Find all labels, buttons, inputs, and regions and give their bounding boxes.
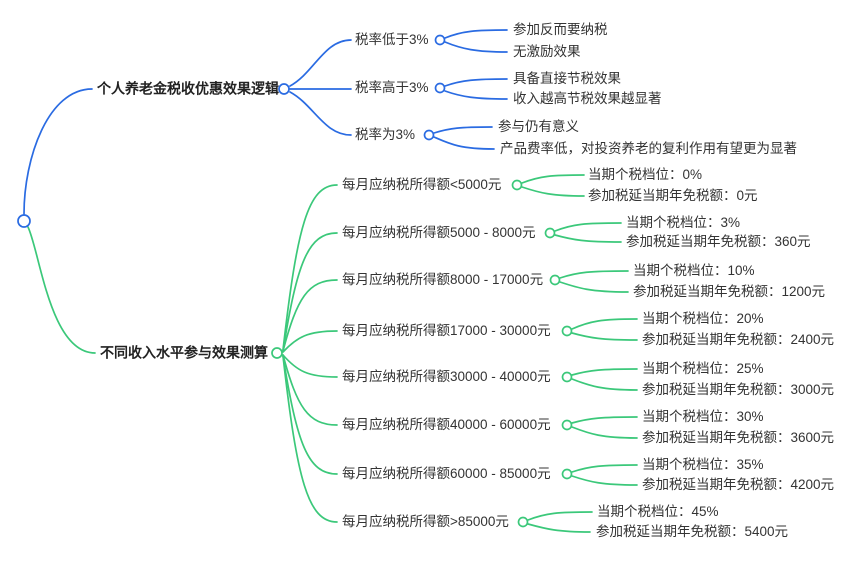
connector xyxy=(521,174,585,184)
detail-node[interactable]: 参加税延当期年免税额：2400元 xyxy=(642,331,835,347)
node-toggle-circle[interactable] xyxy=(561,468,573,480)
subtopic-node-income-bracket[interactable]: 每月应纳税所得额40000 - 60000元 xyxy=(342,416,551,432)
connector xyxy=(282,355,338,475)
node-toggle-circle[interactable] xyxy=(561,419,573,431)
detail-node[interactable]: 无激励效果 xyxy=(513,43,581,59)
node-toggle-circle[interactable] xyxy=(561,325,573,337)
connector xyxy=(444,41,508,53)
subtopic-node-income-bracket[interactable]: 每月应纳税所得额8000 - 17000元 xyxy=(342,271,544,287)
connector xyxy=(433,126,493,134)
connector xyxy=(282,355,338,523)
detail-node[interactable]: 当期个税档位：35% xyxy=(642,456,764,472)
detail-node[interactable]: 当期个税档位：20% xyxy=(642,310,764,326)
connector xyxy=(571,332,638,341)
node-toggle-circle[interactable] xyxy=(278,83,290,95)
topic-node-tax-benefit-logic[interactable]: 个人养老金税收优惠效果逻辑 xyxy=(97,80,279,97)
connector xyxy=(527,523,591,533)
subtopic-node-income-bracket[interactable]: 每月应纳税所得额17000 - 30000元 xyxy=(342,322,551,338)
connector xyxy=(571,318,638,330)
connector xyxy=(282,354,338,426)
detail-node[interactable]: 参加税延当期年免税额：360元 xyxy=(626,233,811,249)
node-toggle-circle[interactable] xyxy=(511,179,523,191)
node-toggle-circle[interactable] xyxy=(549,274,561,286)
detail-node[interactable]: 参加税延当期年免税额：3000元 xyxy=(642,381,835,397)
detail-node[interactable]: 参与仍有意义 xyxy=(498,118,579,134)
connector xyxy=(554,222,622,232)
connector xyxy=(444,90,508,100)
subtopic-node-income-bracket[interactable]: 每月应纳税所得额5000 - 8000元 xyxy=(342,224,536,240)
topic-node-income-levels[interactable]: 不同收入水平参与效果测算 xyxy=(100,344,268,361)
connector xyxy=(433,136,495,150)
subtopic-node-rate-above-3[interactable]: 税率高于3% xyxy=(355,79,429,95)
connector xyxy=(289,39,352,87)
connector xyxy=(282,354,338,378)
subtopic-node-income-bracket[interactable]: 每月应纳税所得额<5000元 xyxy=(342,176,502,192)
connector xyxy=(27,226,96,354)
subtopic-node-rate-below-3[interactable]: 税率低于3% xyxy=(355,31,429,47)
node-toggle-circle[interactable] xyxy=(434,34,446,46)
detail-node[interactable]: 参加反而要纳税 xyxy=(513,21,608,37)
detail-node[interactable]: 具备直接节税效果 xyxy=(513,70,621,86)
connector xyxy=(559,270,629,279)
connector xyxy=(23,88,93,215)
connector xyxy=(282,184,338,351)
node-toggle-circle[interactable] xyxy=(561,371,573,383)
detail-node[interactable]: 当期个税档位：25% xyxy=(642,360,764,376)
connector xyxy=(571,475,638,486)
connector xyxy=(444,78,508,87)
detail-node[interactable]: 当期个税档位：45% xyxy=(597,503,719,519)
subtopic-node-income-bracket[interactable]: 每月应纳税所得额60000 - 85000元 xyxy=(342,465,551,481)
connector xyxy=(282,232,338,352)
connector xyxy=(559,281,629,293)
connector xyxy=(282,279,338,352)
detail-node[interactable]: 参加税延当期年免税额：0元 xyxy=(588,187,758,203)
connector xyxy=(444,29,508,39)
node-toggle-circle[interactable] xyxy=(434,82,446,94)
subtopic-node-income-bracket[interactable]: 每月应纳税所得额>85000元 xyxy=(342,513,509,529)
subtopic-node-income-bracket[interactable]: 每月应纳税所得额30000 - 40000元 xyxy=(342,368,551,384)
connector xyxy=(571,368,638,376)
root-node-circle[interactable] xyxy=(17,214,31,228)
connector xyxy=(282,330,338,353)
detail-node[interactable]: 当期个税档位：10% xyxy=(633,262,755,278)
connector xyxy=(571,464,638,473)
detail-node[interactable]: 产品费率低，对投资养老的复利作用有望更为显著 xyxy=(500,140,797,156)
detail-node[interactable]: 参加税延当期年免税额：5400元 xyxy=(596,523,789,539)
detail-node[interactable]: 参加税延当期年免税额：4200元 xyxy=(642,476,835,492)
node-toggle-circle[interactable] xyxy=(271,347,283,359)
node-toggle-circle[interactable] xyxy=(517,516,529,528)
connector xyxy=(571,416,638,424)
detail-node[interactable]: 当期个税档位：0% xyxy=(588,166,703,182)
detail-node[interactable]: 当期个税档位：3% xyxy=(626,214,741,230)
connector xyxy=(289,91,352,136)
connector xyxy=(571,378,638,391)
detail-node[interactable]: 参加税延当期年免税额：3600元 xyxy=(642,429,835,445)
subtopic-node-rate-equal-3[interactable]: 税率为3% xyxy=(355,126,416,142)
detail-node[interactable]: 参加税延当期年免税额：1200元 xyxy=(633,283,826,299)
detail-node[interactable]: 当期个税档位：30% xyxy=(642,408,764,424)
connector xyxy=(571,426,638,439)
connector xyxy=(521,186,585,197)
detail-node[interactable]: 收入越高节税效果越显著 xyxy=(513,90,662,106)
node-toggle-circle[interactable] xyxy=(423,129,435,141)
connector xyxy=(527,511,593,521)
node-toggle-circle[interactable] xyxy=(544,227,556,239)
connector xyxy=(554,234,622,243)
